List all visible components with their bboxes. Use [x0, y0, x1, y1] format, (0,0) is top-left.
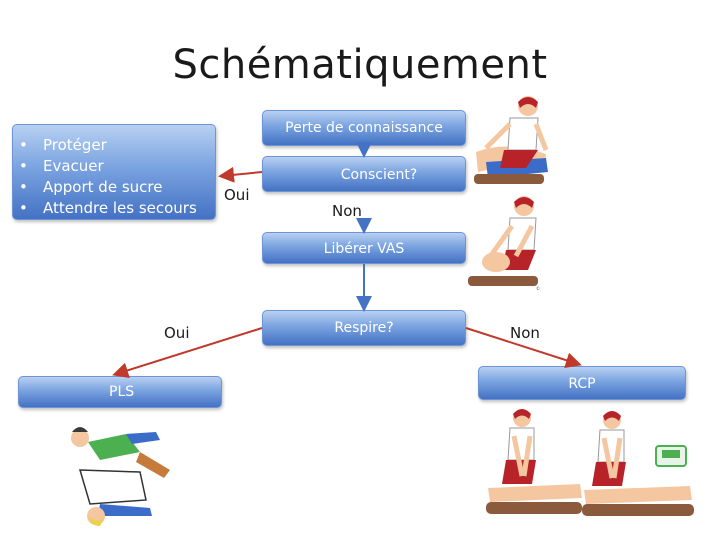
node-label: Conscient?: [340, 167, 418, 183]
actions-list-box: Protéger Evacuer Apport de sucre Attendr…: [12, 124, 216, 220]
node-label: PLS: [109, 384, 135, 400]
rescuer-check-illustration: [474, 96, 549, 184]
node-pls: PLS: [18, 376, 222, 408]
cpr-rescuer-1: [486, 409, 582, 514]
list-item: Apport de sucre: [19, 177, 215, 198]
cpr-illustration: [486, 409, 694, 516]
actions-list: Protéger Evacuer Apport de sucre Attendr…: [13, 125, 215, 219]
list-item: Evacuer: [19, 156, 215, 177]
pls-illustration: [71, 427, 170, 526]
list-item: Attendre les secours: [19, 198, 215, 219]
label-oui-respire: Oui: [164, 324, 190, 342]
cpr-rescuer-2: [582, 411, 694, 516]
node-label: Respire?: [334, 320, 394, 336]
slide-title: Schématiquement: [172, 42, 548, 88]
node-label: Perte de connaissance: [285, 120, 443, 136]
airway-illustration: ©: [468, 196, 540, 291]
node-label: RCP: [568, 376, 596, 392]
arrow-respire-to-rcp: [465, 327, 582, 368]
node-label: Libérer VAS: [323, 241, 405, 257]
label-non-respire: Non: [510, 324, 540, 342]
svg-text:©: ©: [536, 286, 540, 291]
node-perte-de-connaissance: Perte de connaissance: [262, 110, 466, 146]
label-non-conscient: Non: [332, 202, 362, 220]
arrow-respire-to-pls: [112, 327, 263, 379]
arrow-conscient-to-list: [218, 166, 263, 183]
node-rcp: RCP: [478, 366, 686, 400]
label-oui-conscient: Oui: [224, 186, 250, 204]
list-item: Protéger: [19, 135, 215, 156]
